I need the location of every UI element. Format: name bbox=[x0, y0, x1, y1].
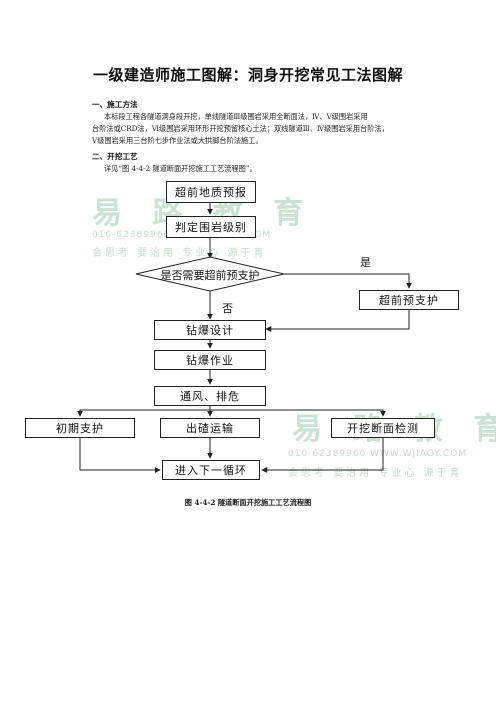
arrow-to-initial-support bbox=[77, 406, 211, 417]
method-line-3: Ⅴ级围岩采用三台阶七步作业法或大拱脚台阶法施工。 bbox=[92, 136, 263, 145]
decision-yes-label: 是 bbox=[360, 256, 371, 269]
step-rock-classification: 判定围岩级别 bbox=[166, 216, 256, 238]
decision-question: 是否需要超前预支护 bbox=[160, 269, 260, 282]
page-title: 一级建造师施工图解：洞身开挖常见工法图解 bbox=[92, 66, 403, 84]
step-blast-work: 钻爆作业 bbox=[154, 350, 266, 370]
section-heading-process: 二、开挖工艺 bbox=[92, 152, 138, 161]
step-geological-forecast: 超前地质预报 bbox=[166, 181, 256, 203]
arrow-presupport-to-blast-design bbox=[265, 310, 410, 332]
arrow-decision-to-presupport bbox=[284, 273, 412, 289]
method-line-2: 台阶法或CRD法，Ⅵ级围岩采用环形开挖预留核心土法；双线隧道Ⅲ、Ⅳ级围岩采用台阶… bbox=[92, 124, 389, 133]
step-pre-support: 超前预支护 bbox=[359, 290, 459, 310]
watermark-slogan-2: 会思考 要治用 专业心 源于育 bbox=[288, 468, 463, 479]
watermark-url-2: 010-62389960 WWW.WJIAOY.COM bbox=[288, 449, 468, 459]
arrow-inspection-to-next bbox=[261, 438, 384, 473]
decision-diamond bbox=[135, 256, 285, 292]
arrow-support-to-next bbox=[79, 438, 161, 473]
section-heading-method: 一、施工方法 bbox=[92, 100, 138, 109]
decision-no-label: 否 bbox=[222, 302, 233, 315]
step-next-cycle: 进入下一循环 bbox=[162, 460, 260, 480]
step-ventilation: 通风、排危 bbox=[154, 386, 266, 406]
method-line-1: 本标段工程各隧道洞身段开挖，单线隧道Ⅲ级围岩采用全断面法，Ⅳ、Ⅴ级围岩采用 bbox=[104, 112, 368, 121]
step-section-inspection: 开挖断面检测 bbox=[331, 418, 435, 438]
step-initial-support: 初期支护 bbox=[25, 418, 135, 438]
arrow-to-inspection bbox=[210, 409, 386, 417]
figure-caption: 图 4-4-2 隧道断面开挖施工工艺流程图 bbox=[184, 498, 312, 507]
process-reference-line: 详见“图 4-4-2 隧道断面开挖施工工艺流程图”。 bbox=[104, 164, 257, 173]
step-mucking-transport: 出碴运输 bbox=[160, 418, 260, 438]
step-blast-design: 钻爆设计 bbox=[154, 320, 266, 340]
watermark-slogan-1: 会思考 要治用 专业心 源于育 bbox=[92, 248, 267, 259]
